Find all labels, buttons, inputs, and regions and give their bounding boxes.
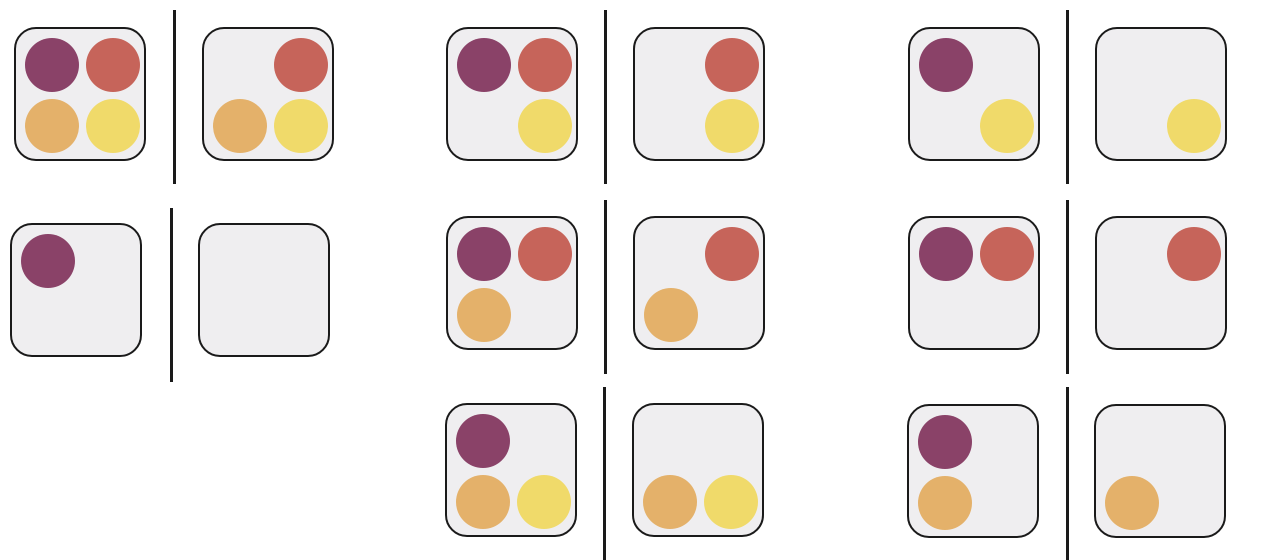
panel-4-divider bbox=[170, 208, 173, 382]
orange-circle bbox=[213, 99, 267, 153]
purple-circle bbox=[919, 38, 973, 92]
red-circle bbox=[980, 227, 1034, 281]
panel-8-right-box bbox=[1094, 404, 1226, 538]
panel-1-left-box bbox=[14, 27, 146, 161]
panel-3-right-box bbox=[1095, 27, 1227, 161]
purple-circle bbox=[919, 227, 973, 281]
panel-8-left-box bbox=[907, 404, 1039, 538]
purple-circle bbox=[457, 38, 511, 92]
purple-circle bbox=[21, 234, 75, 288]
yellow-circle bbox=[274, 99, 328, 153]
panel-7-left-box bbox=[445, 403, 577, 537]
purple-circle bbox=[25, 38, 79, 92]
purple-circle bbox=[457, 227, 511, 281]
yellow-circle bbox=[980, 99, 1034, 153]
purple-circle bbox=[918, 415, 972, 469]
panel-5-left-box bbox=[446, 216, 578, 350]
orange-circle bbox=[1105, 476, 1159, 530]
panel-3-divider bbox=[1066, 10, 1069, 184]
panel-4-left-box bbox=[10, 223, 142, 357]
orange-circle bbox=[456, 475, 510, 529]
panel-6-divider bbox=[1066, 200, 1069, 374]
red-circle bbox=[705, 227, 759, 281]
panel-6-right-box bbox=[1095, 216, 1227, 350]
orange-circle bbox=[25, 99, 79, 153]
panel-8-divider bbox=[1066, 387, 1069, 560]
panel-1-right-box bbox=[202, 27, 334, 161]
red-circle bbox=[518, 38, 572, 92]
panel-7-right-box bbox=[632, 403, 764, 537]
panel-2-left-box bbox=[446, 27, 578, 161]
panel-5-divider bbox=[604, 200, 607, 374]
panel-5-right-box bbox=[633, 216, 765, 350]
panel-4-right-box bbox=[198, 223, 330, 357]
orange-circle bbox=[644, 288, 698, 342]
yellow-circle bbox=[517, 475, 571, 529]
panel-6-left-box bbox=[908, 216, 1040, 350]
yellow-circle bbox=[705, 99, 759, 153]
panel-2-divider bbox=[604, 10, 607, 184]
purple-circle bbox=[456, 414, 510, 468]
yellow-circle bbox=[704, 475, 758, 529]
yellow-circle bbox=[1167, 99, 1221, 153]
red-circle bbox=[705, 38, 759, 92]
red-circle bbox=[86, 38, 140, 92]
orange-circle bbox=[918, 476, 972, 530]
panel-1-divider bbox=[173, 10, 176, 184]
red-circle bbox=[518, 227, 572, 281]
yellow-circle bbox=[518, 99, 572, 153]
orange-circle bbox=[643, 475, 697, 529]
orange-circle bbox=[457, 288, 511, 342]
red-circle bbox=[1167, 227, 1221, 281]
panel-2-right-box bbox=[633, 27, 765, 161]
panel-3-left-box bbox=[908, 27, 1040, 161]
yellow-circle bbox=[86, 99, 140, 153]
red-circle bbox=[274, 38, 328, 92]
panel-7-divider bbox=[603, 387, 606, 560]
